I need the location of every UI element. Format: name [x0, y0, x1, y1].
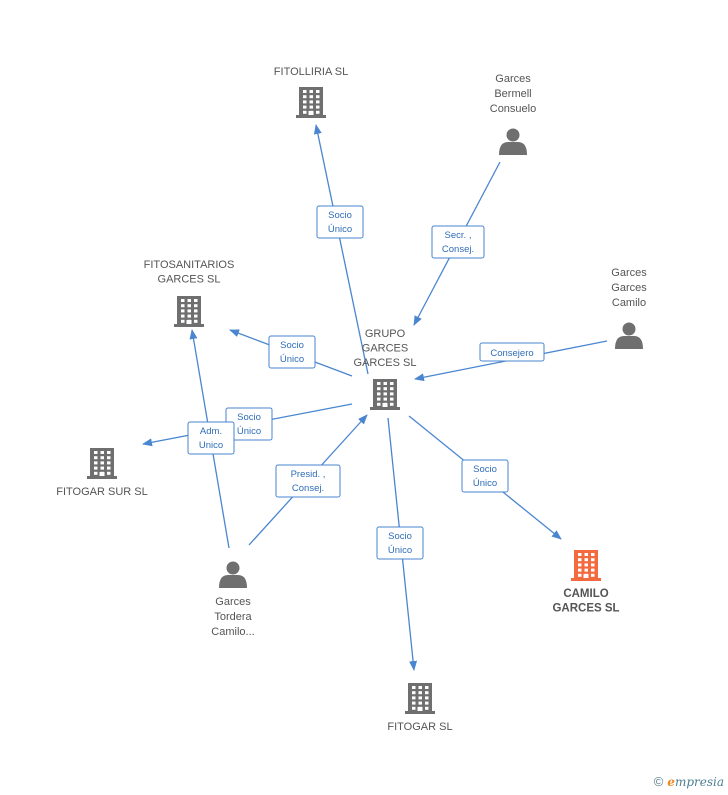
- edge-e7: Presid. , Consej.: [248, 414, 368, 546]
- edge-line: [313, 124, 369, 375]
- node-label: Garces: [215, 596, 251, 608]
- node-label: FITOGAR SUR SL: [56, 486, 147, 498]
- edge-label-text: Secr. ,: [445, 230, 472, 241]
- edge-label-text: Socio: [280, 340, 304, 351]
- edge-label-text: Unico: [199, 440, 223, 451]
- edge-label-text: Único: [473, 478, 497, 489]
- edge-label-text: Único: [280, 354, 304, 365]
- node-label: GRUPO: [365, 328, 406, 340]
- node-label: Garces: [611, 282, 647, 294]
- edge-e4: Consejero: [414, 340, 608, 382]
- node-fitolliria[interactable]: FITOLLIRIA SL: [274, 66, 348, 118]
- person-icon: [219, 561, 247, 588]
- edge-label-box: [268, 335, 316, 369]
- edge-label-box: [275, 464, 341, 498]
- edge-label[interactable]: Consejero: [479, 342, 545, 362]
- edge-label-text: Consej.: [442, 244, 474, 255]
- copyright-icon: ©: [653, 774, 664, 789]
- building-icon: [405, 683, 435, 714]
- edge-label-text: Consej.: [292, 483, 324, 494]
- edge-label-text: Único: [328, 224, 352, 235]
- node-tordera[interactable]: GarcesTorderaCamilo...: [211, 561, 255, 639]
- edge-label-box: [187, 421, 235, 455]
- node-label: CAMILO: [563, 588, 608, 600]
- node-camilo-sl[interactable]: CAMILO GARCES SL: [552, 550, 620, 615]
- node-fitogar[interactable]: FITOGAR SL: [387, 683, 453, 733]
- node-label: Camilo: [612, 297, 646, 309]
- edge-label-text: Adm.: [200, 426, 222, 437]
- nodes-layer: FITOLLIRIA SLGarcesBermellConsueloFITOSA…: [56, 66, 647, 733]
- node-label: GARCES SL: [354, 357, 417, 369]
- edge-e2: Secr. , Consej.: [413, 161, 501, 326]
- edge-label-text: Consejero: [490, 348, 533, 359]
- building-icon: [571, 550, 601, 581]
- empresia-logo[interactable]: empresia: [667, 775, 724, 789]
- node-label: GARCES: [362, 343, 408, 355]
- node-label: GARCES SL: [158, 274, 221, 286]
- building-icon: [370, 379, 400, 410]
- edge-label-text: Socio: [328, 210, 352, 221]
- edge-label-text: Socio: [237, 412, 261, 423]
- edge-label-text: Socio: [473, 464, 497, 475]
- node-label: FITOGAR SL: [387, 721, 452, 733]
- building-icon: [87, 448, 117, 479]
- node-fitosanitarios[interactable]: FITOSANITARIOS GARCES SL: [144, 259, 235, 327]
- edge-label-box: [461, 459, 509, 493]
- person-icon: [499, 128, 527, 155]
- node-label: Garces: [495, 73, 531, 85]
- edge-label-box: [431, 225, 485, 259]
- node-label: Consuelo: [490, 103, 536, 115]
- person-icon: [615, 322, 643, 349]
- edge-label-box: [479, 342, 545, 362]
- node-label: FITOSANITARIOS: [144, 259, 235, 271]
- node-label: Bermell: [494, 88, 531, 100]
- edge-label-text: Presid. ,: [291, 469, 326, 480]
- building-icon: [296, 87, 326, 118]
- edge-label-text: Socio: [388, 531, 412, 542]
- building-icon: [174, 296, 204, 327]
- edge-label[interactable]: Presid. , Consej.: [275, 464, 341, 498]
- node-grupo[interactable]: GRUPO GARCES GARCES SL: [354, 328, 417, 410]
- node-label: Garces: [611, 267, 647, 279]
- edge-label[interactable]: Adm. Unico: [187, 421, 235, 455]
- node-label: Camilo...: [211, 626, 254, 638]
- edge-label-box: [316, 205, 364, 239]
- edge-label-text: Único: [237, 426, 261, 437]
- brand-footer: ©empresia: [654, 774, 724, 789]
- edge-label-box: [376, 526, 424, 560]
- node-label: GARCES SL: [552, 603, 619, 615]
- node-label: Tordera: [214, 611, 252, 623]
- edge-e6: Adm. Unico: [187, 329, 235, 549]
- node-fitogar-sur[interactable]: FITOGAR SUR SL: [56, 448, 148, 498]
- node-label: FITOLLIRIA SL: [274, 66, 348, 78]
- edge-label-text: Único: [388, 545, 412, 556]
- edge-label[interactable]: Secr. , Consej.: [431, 225, 485, 259]
